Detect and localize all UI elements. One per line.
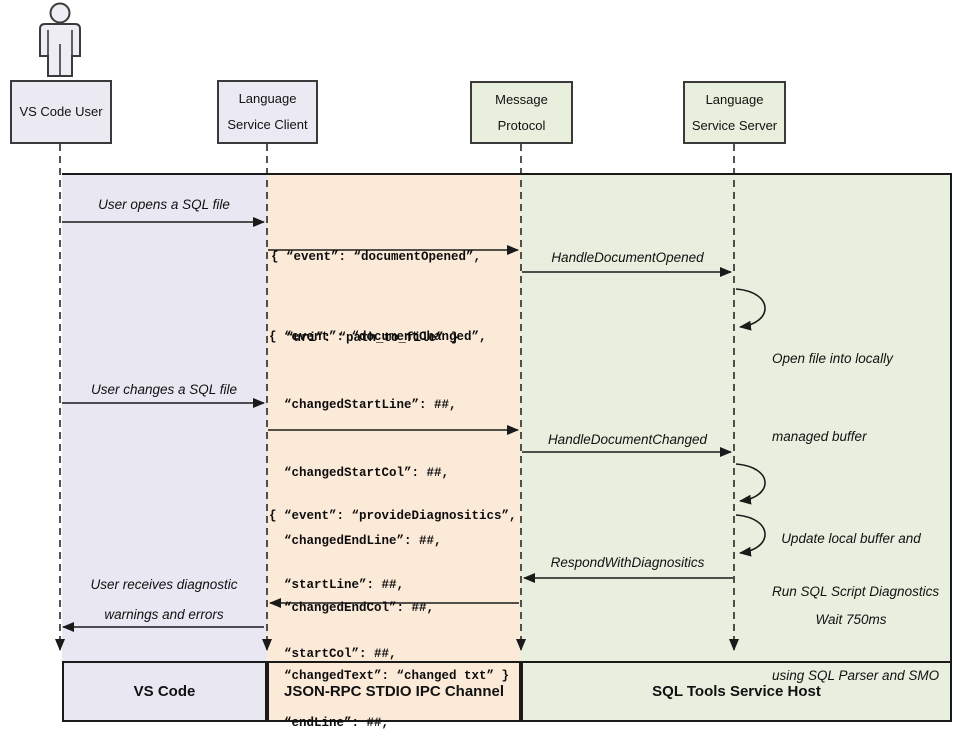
payload-line: “startCol”: ##, [269, 647, 397, 661]
payload-line: “startLine”: ##, [269, 578, 405, 592]
participant-message-protocol: Message Protocol [470, 81, 573, 144]
participant-label: Service Client [227, 117, 308, 132]
footer-service-host: SQL Tools Service Host [521, 661, 952, 722]
payload-line: “changedStartCol”: ##, [269, 465, 450, 480]
selfloop-open-buffer [735, 288, 766, 331]
message-label-line: User receives diagnostic [90, 577, 238, 592]
note-line: Open file into locally [772, 351, 893, 366]
participant-label: VS Code User [19, 104, 103, 119]
footer-vscode: VS Code [62, 661, 267, 722]
payload-line: “endLine”: ##, [269, 716, 390, 730]
participant-label: Language [705, 91, 764, 107]
payload-line: “changedStartLine”: ##, [269, 397, 457, 412]
note-line: Run SQL Script Diagnostics [772, 584, 940, 599]
footer-label: VS Code [133, 683, 196, 700]
note-update-buffer-wait: Update local buffer and Wait 750ms [770, 471, 932, 687]
participant-vscode-user: VS Code User [10, 80, 112, 144]
note-line: Update local buffer and [781, 531, 921, 546]
note-line: using SQL Parser and SMO [772, 668, 940, 683]
payload-document-opened: { “event”: “documentOpened”, “uri”: “pat… [271, 190, 481, 406]
payload-line: “changedEndCol”: ##, [269, 601, 435, 616]
message-label-user-receives-diagnostics: User receives diagnostic warnings and er… [62, 570, 266, 630]
selfloop-run-diagnostics [735, 514, 766, 557]
payload-line: { “event”: “documentOpened”, [271, 250, 482, 264]
payload-provide-diagnostics: { “event”: “provideDiagnositics”, “start… [269, 459, 517, 732]
selfloop-update-buffer [735, 463, 766, 505]
lane-service-host [521, 173, 952, 661]
payload-line: { “event”: “documentChanged”, [269, 330, 487, 345]
footer-label: SQL Tools Service Host [652, 683, 821, 700]
payload-line: “changedEndLine”: ##, [269, 533, 442, 548]
participant-language-service-server: Language Service Server [683, 81, 786, 144]
participant-label: Protocol [497, 117, 546, 133]
lane-region-border [62, 173, 952, 661]
message-label-line: warnings and errors [104, 607, 224, 622]
lane-ipc-channel [267, 173, 521, 661]
message-label-respond-with-diagnostics: RespondWithDiagnositics [550, 555, 705, 570]
lane-vscode [62, 173, 267, 661]
participant-label: Language [238, 91, 297, 106]
note-run-diagnostics: Run SQL Script Diagnostics using SQL Par… [772, 522, 939, 732]
participant-label: Service Server [691, 117, 778, 133]
message-label-handle-document-changed: HandleDocumentChanged [547, 432, 708, 447]
message-label-user-opens-file: User opens a SQL file [98, 197, 230, 212]
person-icon [39, 2, 81, 77]
participant-label: Message [495, 91, 548, 107]
footer-label: JSON-RPC STDIO IPC Channel [283, 683, 505, 700]
payload-line: “changedText”: “changed txt” } [269, 669, 510, 684]
note-open-file-into-buffer: Open file into locally managed buffer [772, 294, 893, 502]
message-label-user-changes-file: User changes a SQL file [90, 382, 238, 397]
footer-ipc-channel: JSON-RPC STDIO IPC Channel [267, 661, 521, 722]
payload-document-changed: { “event”: “documentChanged”, “changedSt… [269, 281, 509, 732]
message-label-handle-document-opened: HandleDocumentOpened [551, 250, 704, 265]
note-line: managed buffer [772, 429, 867, 444]
payload-line: “uri”: “path_to_file” } [271, 331, 459, 345]
note-line: Wait 750ms [815, 612, 887, 627]
payload-line: { “event”: “provideDiagnositics”, [269, 509, 517, 523]
participant-language-service-client: Language Service Client [217, 80, 318, 144]
